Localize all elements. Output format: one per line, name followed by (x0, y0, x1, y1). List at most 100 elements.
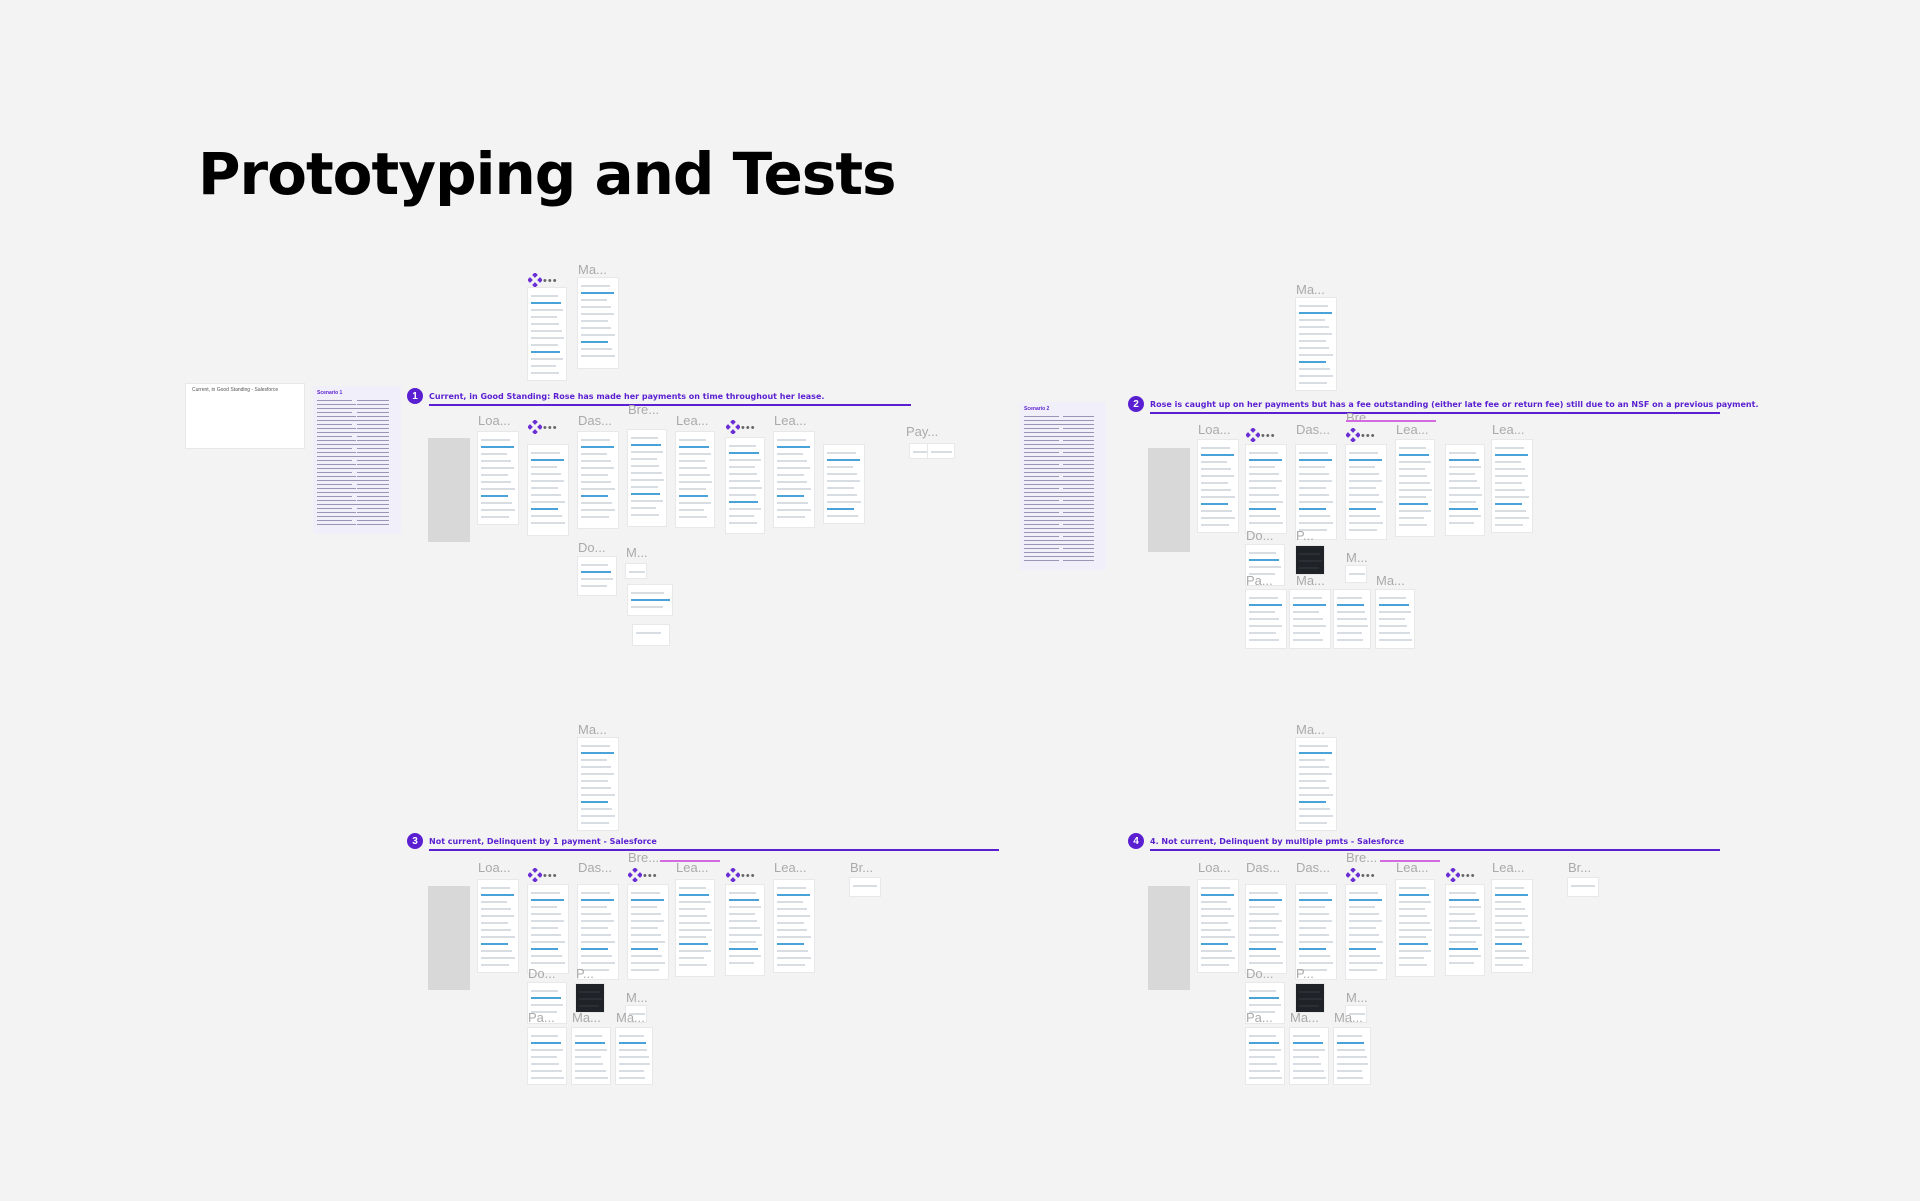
more-dots-icon[interactable]: ••• (741, 422, 756, 434)
prototype-screen[interactable] (726, 885, 764, 975)
prototype-screen[interactable] (676, 432, 714, 527)
frame-label[interactable]: Br... (850, 860, 874, 875)
prototype-screen[interactable] (1346, 566, 1366, 582)
salesforce-screenshot[interactable]: Current, in Good Standing - Salesforce (186, 384, 304, 448)
prototype-screen[interactable] (528, 885, 568, 973)
frame-label[interactable]: Bre... (628, 850, 660, 865)
prototype-screen[interactable] (1198, 440, 1238, 532)
prototype-screen[interactable] (1492, 440, 1532, 532)
frame-label[interactable]: Pay... (906, 424, 939, 439)
frame-label[interactable]: Das... (1296, 860, 1330, 875)
more-dots-icon[interactable]: ••• (1361, 430, 1376, 442)
prototype-screen[interactable] (850, 878, 880, 896)
frame-label[interactable]: Do... (528, 966, 556, 981)
frame-label[interactable]: Loa... (478, 413, 511, 428)
prototype-screen[interactable] (578, 278, 618, 368)
prototype-screen[interactable] (774, 432, 814, 527)
frame-label[interactable]: Das... (1296, 422, 1330, 437)
prototype-screen[interactable] (774, 880, 814, 972)
prototype-screen[interactable] (1296, 984, 1324, 1012)
prototype-screen[interactable] (1346, 1006, 1366, 1022)
prototype-screen[interactable] (1346, 885, 1386, 979)
prototype-screen[interactable] (1246, 445, 1286, 533)
frame-label[interactable]: P... (1296, 528, 1314, 543)
prototype-screen[interactable] (628, 585, 672, 615)
frame-label[interactable]: Bre... (628, 402, 660, 417)
frame-label[interactable]: Loa... (478, 860, 511, 875)
prototype-screen[interactable] (1446, 445, 1484, 535)
prototype-screen[interactable] (1334, 1028, 1370, 1084)
prototype-screen[interactable] (1246, 545, 1284, 585)
prototype-screen[interactable] (1290, 1028, 1328, 1084)
frame-label[interactable]: Ma... (1296, 722, 1325, 737)
frame-label[interactable]: Das... (578, 413, 612, 428)
more-dots-icon[interactable]: ••• (1461, 870, 1476, 882)
prototype-screen[interactable] (1246, 1028, 1284, 1084)
frame-label[interactable]: M... (626, 990, 648, 1005)
frame-label[interactable]: Ma... (616, 1010, 645, 1025)
prototype-screen[interactable] (1296, 298, 1336, 390)
prototype-screen[interactable] (1246, 590, 1286, 648)
prototype-screen[interactable] (626, 1006, 646, 1022)
prototype-screen[interactable] (616, 1028, 652, 1084)
frame-label[interactable]: Bre... (1346, 410, 1378, 425)
prototype-screen[interactable] (626, 564, 646, 578)
prototype-screen[interactable] (1198, 880, 1238, 972)
prototype-screen[interactable] (578, 738, 618, 830)
frame-label[interactable]: Loa... (1198, 860, 1231, 875)
prototype-screen[interactable] (1568, 878, 1598, 896)
prototype-screen[interactable] (676, 880, 714, 976)
frame-label[interactable]: M... (1346, 990, 1368, 1005)
frame-label[interactable]: Br... (1568, 860, 1592, 875)
prototype-screen[interactable] (824, 445, 864, 523)
prototype-screen[interactable] (1396, 440, 1434, 536)
frame-label[interactable]: Lea... (774, 860, 807, 875)
frame-label[interactable]: P... (576, 966, 594, 981)
prototype-screen[interactable] (1296, 738, 1336, 830)
more-dots-icon[interactable]: ••• (543, 870, 558, 882)
more-dots-icon[interactable]: ••• (643, 870, 658, 882)
frame-label[interactable]: Do... (578, 540, 606, 555)
frame-label[interactable]: Lea... (1396, 422, 1429, 437)
more-dots-icon[interactable]: ••• (1261, 430, 1276, 442)
frame-label[interactable]: Ma... (1296, 573, 1325, 588)
prototype-screen[interactable] (528, 1028, 566, 1084)
prototype-screen[interactable] (578, 557, 616, 595)
prototype-screen[interactable] (1290, 590, 1330, 648)
frame-label[interactable]: Pa... (1246, 1010, 1273, 1025)
frame-label[interactable]: Lea... (676, 860, 709, 875)
prototype-screen[interactable] (578, 885, 618, 979)
prototype-screen[interactable] (1492, 880, 1532, 972)
frame-label[interactable]: Ma... (1296, 282, 1325, 297)
more-dots-icon[interactable]: ••• (543, 422, 558, 434)
frame-label[interactable]: Pa... (528, 1010, 555, 1025)
prototype-screen[interactable] (528, 983, 566, 1023)
frame-label[interactable]: Ma... (1334, 1010, 1363, 1025)
prototype-screen[interactable] (1376, 590, 1414, 648)
more-dots-icon[interactable]: ••• (1361, 870, 1376, 882)
frame-label[interactable]: Das... (578, 860, 612, 875)
frame-label[interactable]: Lea... (676, 413, 709, 428)
prototype-screen[interactable] (478, 432, 518, 524)
frame-label[interactable]: Lea... (774, 413, 807, 428)
frame-label[interactable]: Lea... (1396, 860, 1429, 875)
prototype-screen[interactable] (1346, 445, 1386, 539)
prototype-screen[interactable] (1296, 546, 1324, 574)
prototype-screen[interactable] (628, 885, 668, 979)
frame-label[interactable]: Ma... (572, 1010, 601, 1025)
prototype-screen[interactable] (572, 1028, 610, 1084)
prototype-screen[interactable] (576, 984, 604, 1012)
prototype-screen[interactable] (633, 625, 669, 645)
prototype-screen[interactable] (1246, 983, 1284, 1023)
frame-label[interactable]: Ma... (578, 262, 607, 277)
prototype-screen[interactable] (528, 445, 568, 535)
frame-label[interactable]: Lea... (1492, 860, 1525, 875)
more-dots-icon[interactable]: ••• (543, 275, 558, 287)
frame-label[interactable]: Ma... (578, 722, 607, 737)
prototype-screen[interactable] (1296, 445, 1336, 539)
prototype-screen[interactable] (1246, 885, 1286, 973)
frame-label[interactable]: M... (626, 545, 648, 560)
frame-label[interactable]: Ma... (1376, 573, 1405, 588)
frame-label[interactable]: Bre... (1346, 850, 1378, 865)
scenario-document[interactable]: Scenario 2 (1020, 402, 1106, 570)
